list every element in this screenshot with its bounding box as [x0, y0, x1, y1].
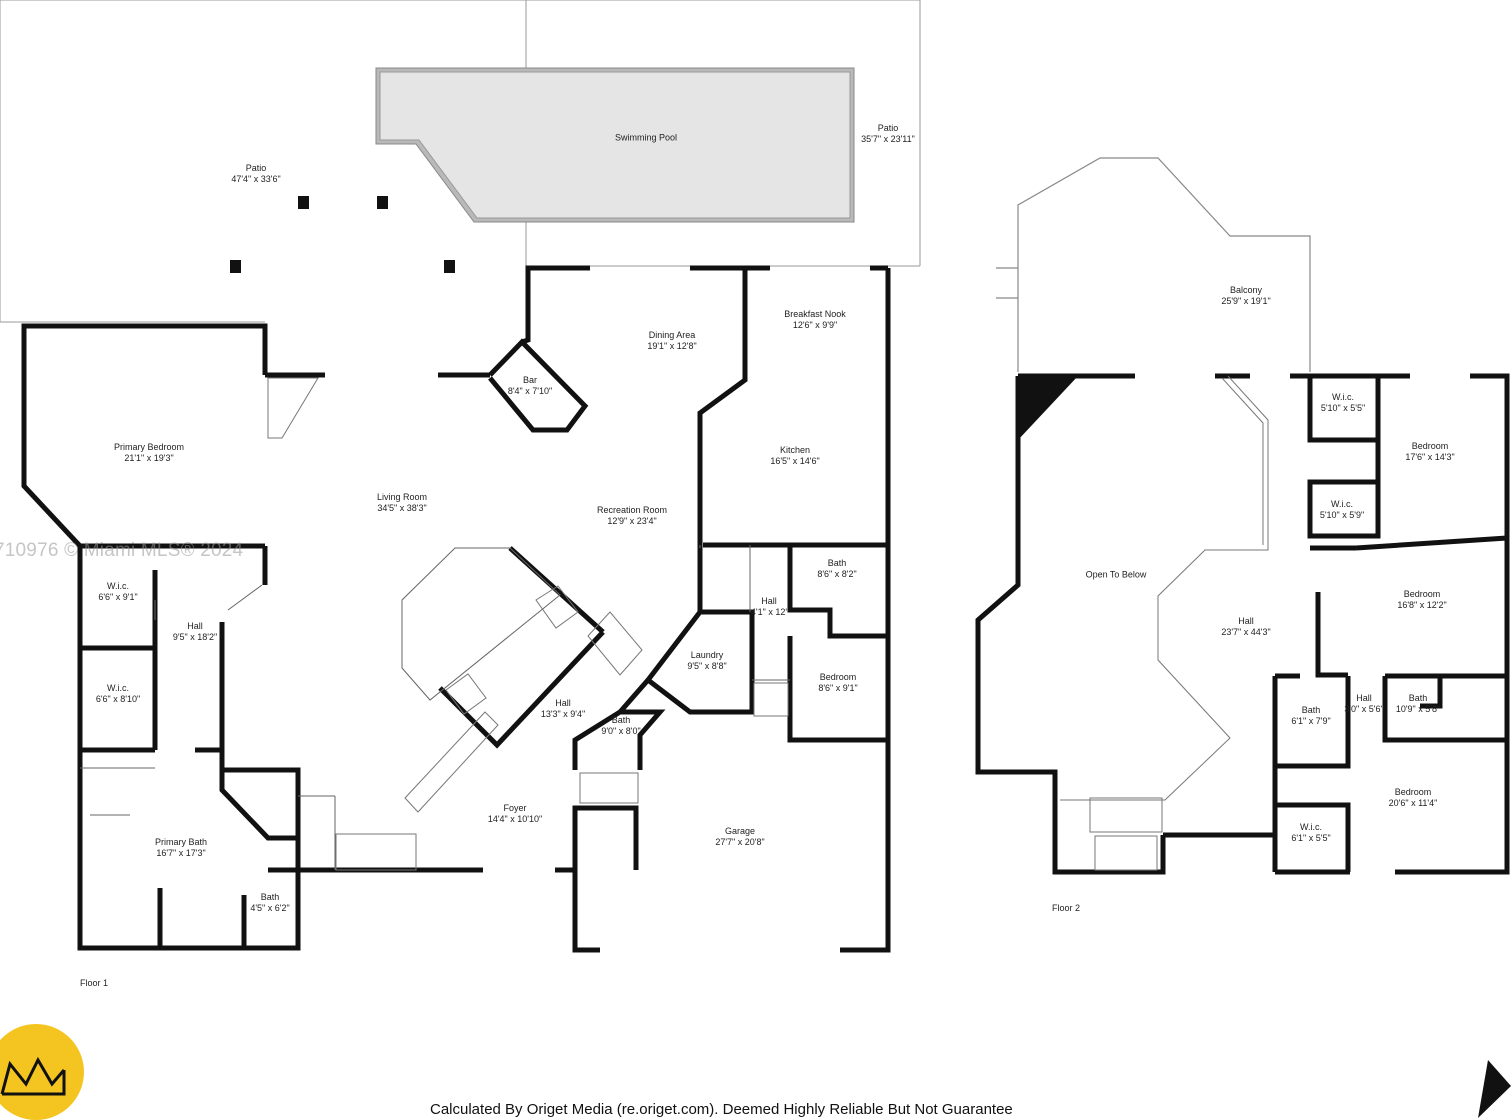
- room-label-open-to-below: Open To Below: [1085, 569, 1147, 580]
- room-label-wic-2: W.i.c.6'6" x 8'10": [95, 683, 141, 704]
- north-arrow-icon: [1478, 1060, 1511, 1118]
- floor1-thin-lines: [80, 545, 790, 870]
- room-label-wic-5: W.i.c.6'1" x 5'5": [1291, 822, 1331, 843]
- floor1-stairs: [267, 377, 789, 871]
- floor2-thin-lines: [1060, 375, 1269, 871]
- floor-1-label: Floor 1: [80, 978, 109, 988]
- room-label-wic-3: W.i.c.5'10" x 5'5": [1320, 392, 1366, 413]
- footer-disclaimer: Calculated By Origet Media (re.origet.co…: [430, 1101, 1013, 1118]
- pool: [375, 67, 855, 223]
- floor-2-label: Floor 2: [1052, 903, 1081, 913]
- floor2-walls: [975, 373, 1510, 875]
- columns: [230, 196, 455, 273]
- stair-void: [1018, 376, 1078, 440]
- floor1-walls: [21, 265, 891, 953]
- room-label-swimming-pool: Swimming Pool: [614, 132, 678, 143]
- room-label-wic-1: W.i.c.6'6" x 9'1": [98, 581, 138, 602]
- balcony-outline: [996, 157, 1311, 372]
- origet-logo-icon: [0, 1024, 84, 1120]
- room-label-wic-4: W.i.c.5'10" x 5'9": [1319, 499, 1365, 520]
- mls-watermark: 710976 © Miami MLS® 2024: [0, 540, 244, 561]
